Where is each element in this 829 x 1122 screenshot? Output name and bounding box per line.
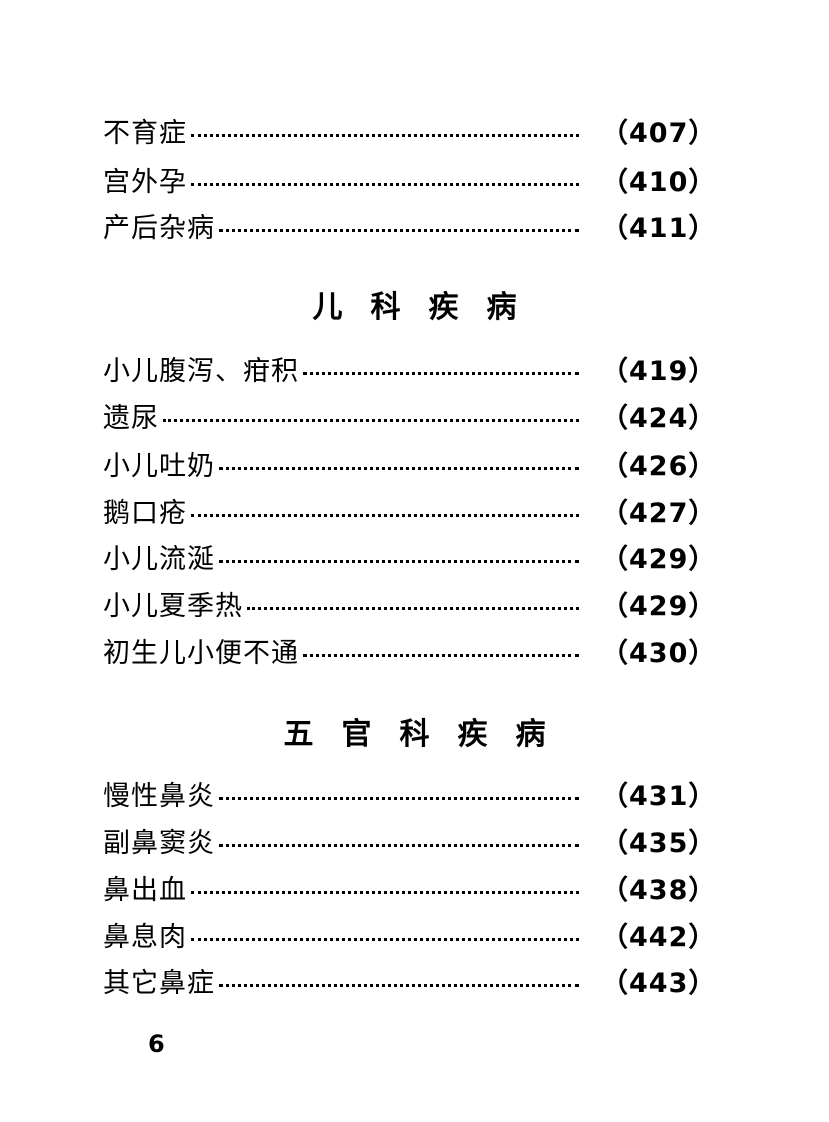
dot-leader bbox=[219, 843, 579, 847]
toc-entry-page: （443） bbox=[601, 967, 717, 999]
dot-leader bbox=[191, 937, 579, 941]
section-heading: 五官科疾病 bbox=[283, 717, 574, 752]
dot-leader bbox=[219, 983, 579, 987]
toc-entry: 不育症 （407） bbox=[103, 110, 717, 150]
toc-entry-page: （429） bbox=[601, 590, 717, 622]
toc-entry-page: （442） bbox=[601, 921, 717, 953]
toc-entry-title: 遗尿 bbox=[103, 402, 159, 434]
toc-entry-title: 产后杂病 bbox=[103, 212, 215, 244]
toc-entry-title: 初生儿小便不通 bbox=[103, 637, 299, 669]
toc-entry-page: （410） bbox=[601, 166, 717, 198]
toc-entry-page: （430） bbox=[601, 637, 717, 669]
dot-leader bbox=[163, 418, 579, 422]
toc-entry-title: 慢性鼻炎 bbox=[103, 780, 215, 812]
dot-leader bbox=[191, 890, 579, 894]
dot-leader bbox=[219, 228, 579, 232]
toc-entry-title: 小儿流涎 bbox=[103, 543, 215, 575]
toc-entry-page: （427） bbox=[601, 497, 717, 529]
toc-entry-title: 小儿夏季热 bbox=[103, 590, 243, 622]
dot-leader bbox=[191, 133, 579, 137]
toc-entry-title: 鼻出血 bbox=[103, 874, 187, 906]
toc-entry: 初生儿小便不通 （430） bbox=[103, 630, 717, 670]
toc-entry-title: 宫外孕 bbox=[103, 166, 187, 198]
toc-entry-page: （424） bbox=[601, 402, 717, 434]
toc-entry: 慢性鼻炎 （431） bbox=[103, 773, 717, 813]
dot-leader bbox=[191, 513, 579, 517]
dot-leader bbox=[219, 559, 579, 563]
page-number: 6 bbox=[148, 1030, 165, 1058]
toc-entry: 小儿流涎 （429） bbox=[103, 536, 717, 576]
toc-entry: 宫外孕 （410） bbox=[103, 159, 717, 199]
toc-entry-page: （411） bbox=[601, 212, 717, 244]
toc-entry: 鼻息肉 （442） bbox=[103, 914, 717, 954]
toc-entry-title: 鹅口疮 bbox=[103, 497, 187, 529]
toc-entry: 鼻出血 （438） bbox=[103, 867, 717, 907]
toc-entry-title: 小儿腹泻、疳积 bbox=[103, 355, 299, 387]
section-heading: 儿科疾病 bbox=[312, 290, 545, 325]
toc-entry-page: （426） bbox=[601, 450, 717, 482]
toc-entry-page: （419） bbox=[601, 355, 717, 387]
toc-entry-title: 副鼻窦炎 bbox=[103, 827, 215, 859]
toc-entry-page: （429） bbox=[601, 543, 717, 575]
toc-entry: 产后杂病 （411） bbox=[103, 205, 717, 245]
dot-leader bbox=[191, 182, 579, 186]
dot-leader bbox=[303, 653, 579, 657]
toc-entry-page: （435） bbox=[601, 827, 717, 859]
toc-entry: 小儿腹泻、疳积 （419） bbox=[103, 348, 717, 388]
toc-entry-page: （431） bbox=[601, 780, 717, 812]
toc-entry: 小儿吐奶 （426） bbox=[103, 443, 717, 483]
toc-entry: 遗尿 （424） bbox=[103, 395, 717, 435]
toc-entry: 鹅口疮 （427） bbox=[103, 490, 717, 530]
toc-entry-title: 其它鼻症 bbox=[103, 967, 215, 999]
toc-entry: 副鼻窦炎 （435） bbox=[103, 820, 717, 860]
toc-entry-title: 不育症 bbox=[103, 117, 187, 149]
toc-entry-page: （407） bbox=[601, 117, 717, 149]
toc-entry-title: 小儿吐奶 bbox=[103, 450, 215, 482]
dot-leader bbox=[219, 466, 579, 470]
toc-entry: 小儿夏季热 （429） bbox=[103, 583, 717, 623]
toc-entry-page: （438） bbox=[601, 874, 717, 906]
toc-entry-title: 鼻息肉 bbox=[103, 921, 187, 953]
toc-entry: 其它鼻症 （443） bbox=[103, 960, 717, 1000]
dot-leader bbox=[247, 606, 579, 610]
dot-leader bbox=[303, 371, 579, 375]
dot-leader bbox=[219, 796, 579, 800]
